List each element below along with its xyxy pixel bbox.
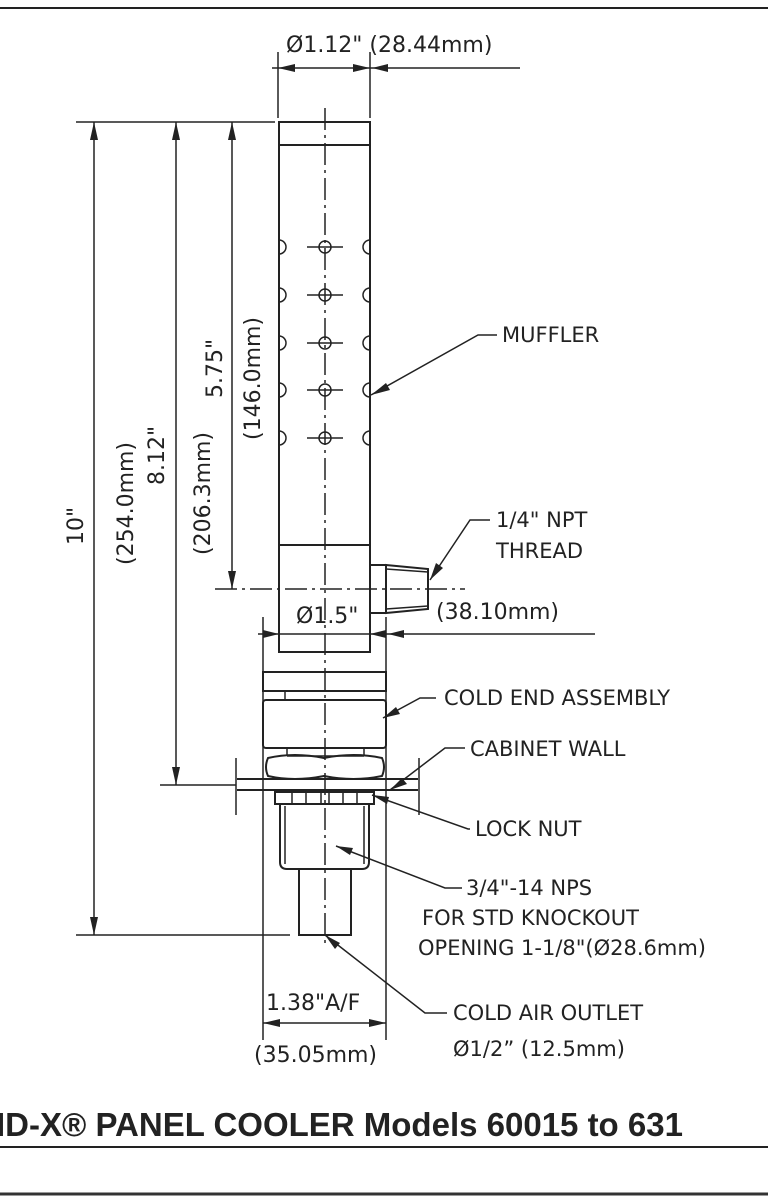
muffler	[278, 121, 371, 653]
vent-hole-left	[278, 239, 287, 255]
vent-hole-left	[278, 287, 287, 303]
body-diameter-dimension: Ø1.5" (38.10mm)	[258, 600, 595, 1040]
leaders	[324, 334, 497, 1014]
label-outlet-line1: COLD AIR OUTLET	[453, 1001, 643, 1025]
label-npt-line2: THREAD	[495, 539, 583, 563]
vent-hole-right	[362, 335, 371, 351]
label-outlet-line2: Ø1/2” (12.5mm)	[453, 1037, 625, 1061]
body-diameter-in: Ø1.5"	[296, 604, 358, 629]
vertical-dimensions	[76, 121, 290, 936]
top-diameter-dimension: Ø1.12" (28.44mm)	[272, 33, 520, 118]
label-nps-line1: 3/4"-14 NPS	[466, 876, 592, 900]
label-cold-end: COLD END ASSEMBLY	[444, 686, 670, 710]
body-diameter-mm: (38.10mm)	[436, 600, 559, 625]
lock-nut	[274, 791, 375, 805]
vent-hole-right	[362, 287, 371, 303]
nut-af-mm: (35.05mm)	[254, 1043, 377, 1068]
label-nps-line2: FOR STD KNOCKOUT	[422, 906, 639, 930]
label-npt-line1: 1/4" NPT	[496, 508, 588, 532]
label-lock-nut: LOCK NUT	[475, 817, 582, 841]
vent-hole-left	[278, 430, 287, 446]
vent-hole-right	[362, 382, 371, 398]
label-cabinet-wall: CABINET WALL	[470, 737, 626, 761]
muffler-length-mm: (146.0mm)	[241, 317, 266, 440]
to-wall-mm: (206.3mm)	[191, 432, 216, 555]
drawing-title: ID-X® PANEL COOLER Models 60015 to 631	[0, 1106, 683, 1143]
label-muffler: MUFFLER	[502, 323, 599, 347]
top-diameter-label: Ø1.12" (28.44mm)	[286, 33, 492, 58]
to-wall-in: 8.12"	[145, 426, 170, 485]
vent-hole-left	[278, 335, 287, 351]
vent-hole-right	[362, 239, 371, 255]
nut-af-in: 1.38"A/F	[266, 991, 360, 1016]
label-nps-line3: OPENING 1-1/8"(Ø28.6mm)	[418, 936, 706, 960]
cold-end-assembly	[262, 671, 387, 780]
vent-hole-left	[278, 382, 287, 398]
hex-nut	[265, 754, 385, 780]
overall-length-in: 10"	[64, 507, 89, 545]
cabinet-wall	[160, 758, 420, 815]
nut-af-dimension: 1.38"A/F (35.05mm)	[254, 991, 386, 1068]
muffler-length-in: 5.75"	[203, 339, 228, 398]
overall-length-mm: (254.0mm)	[114, 442, 139, 565]
vent-hole-right	[362, 430, 371, 446]
